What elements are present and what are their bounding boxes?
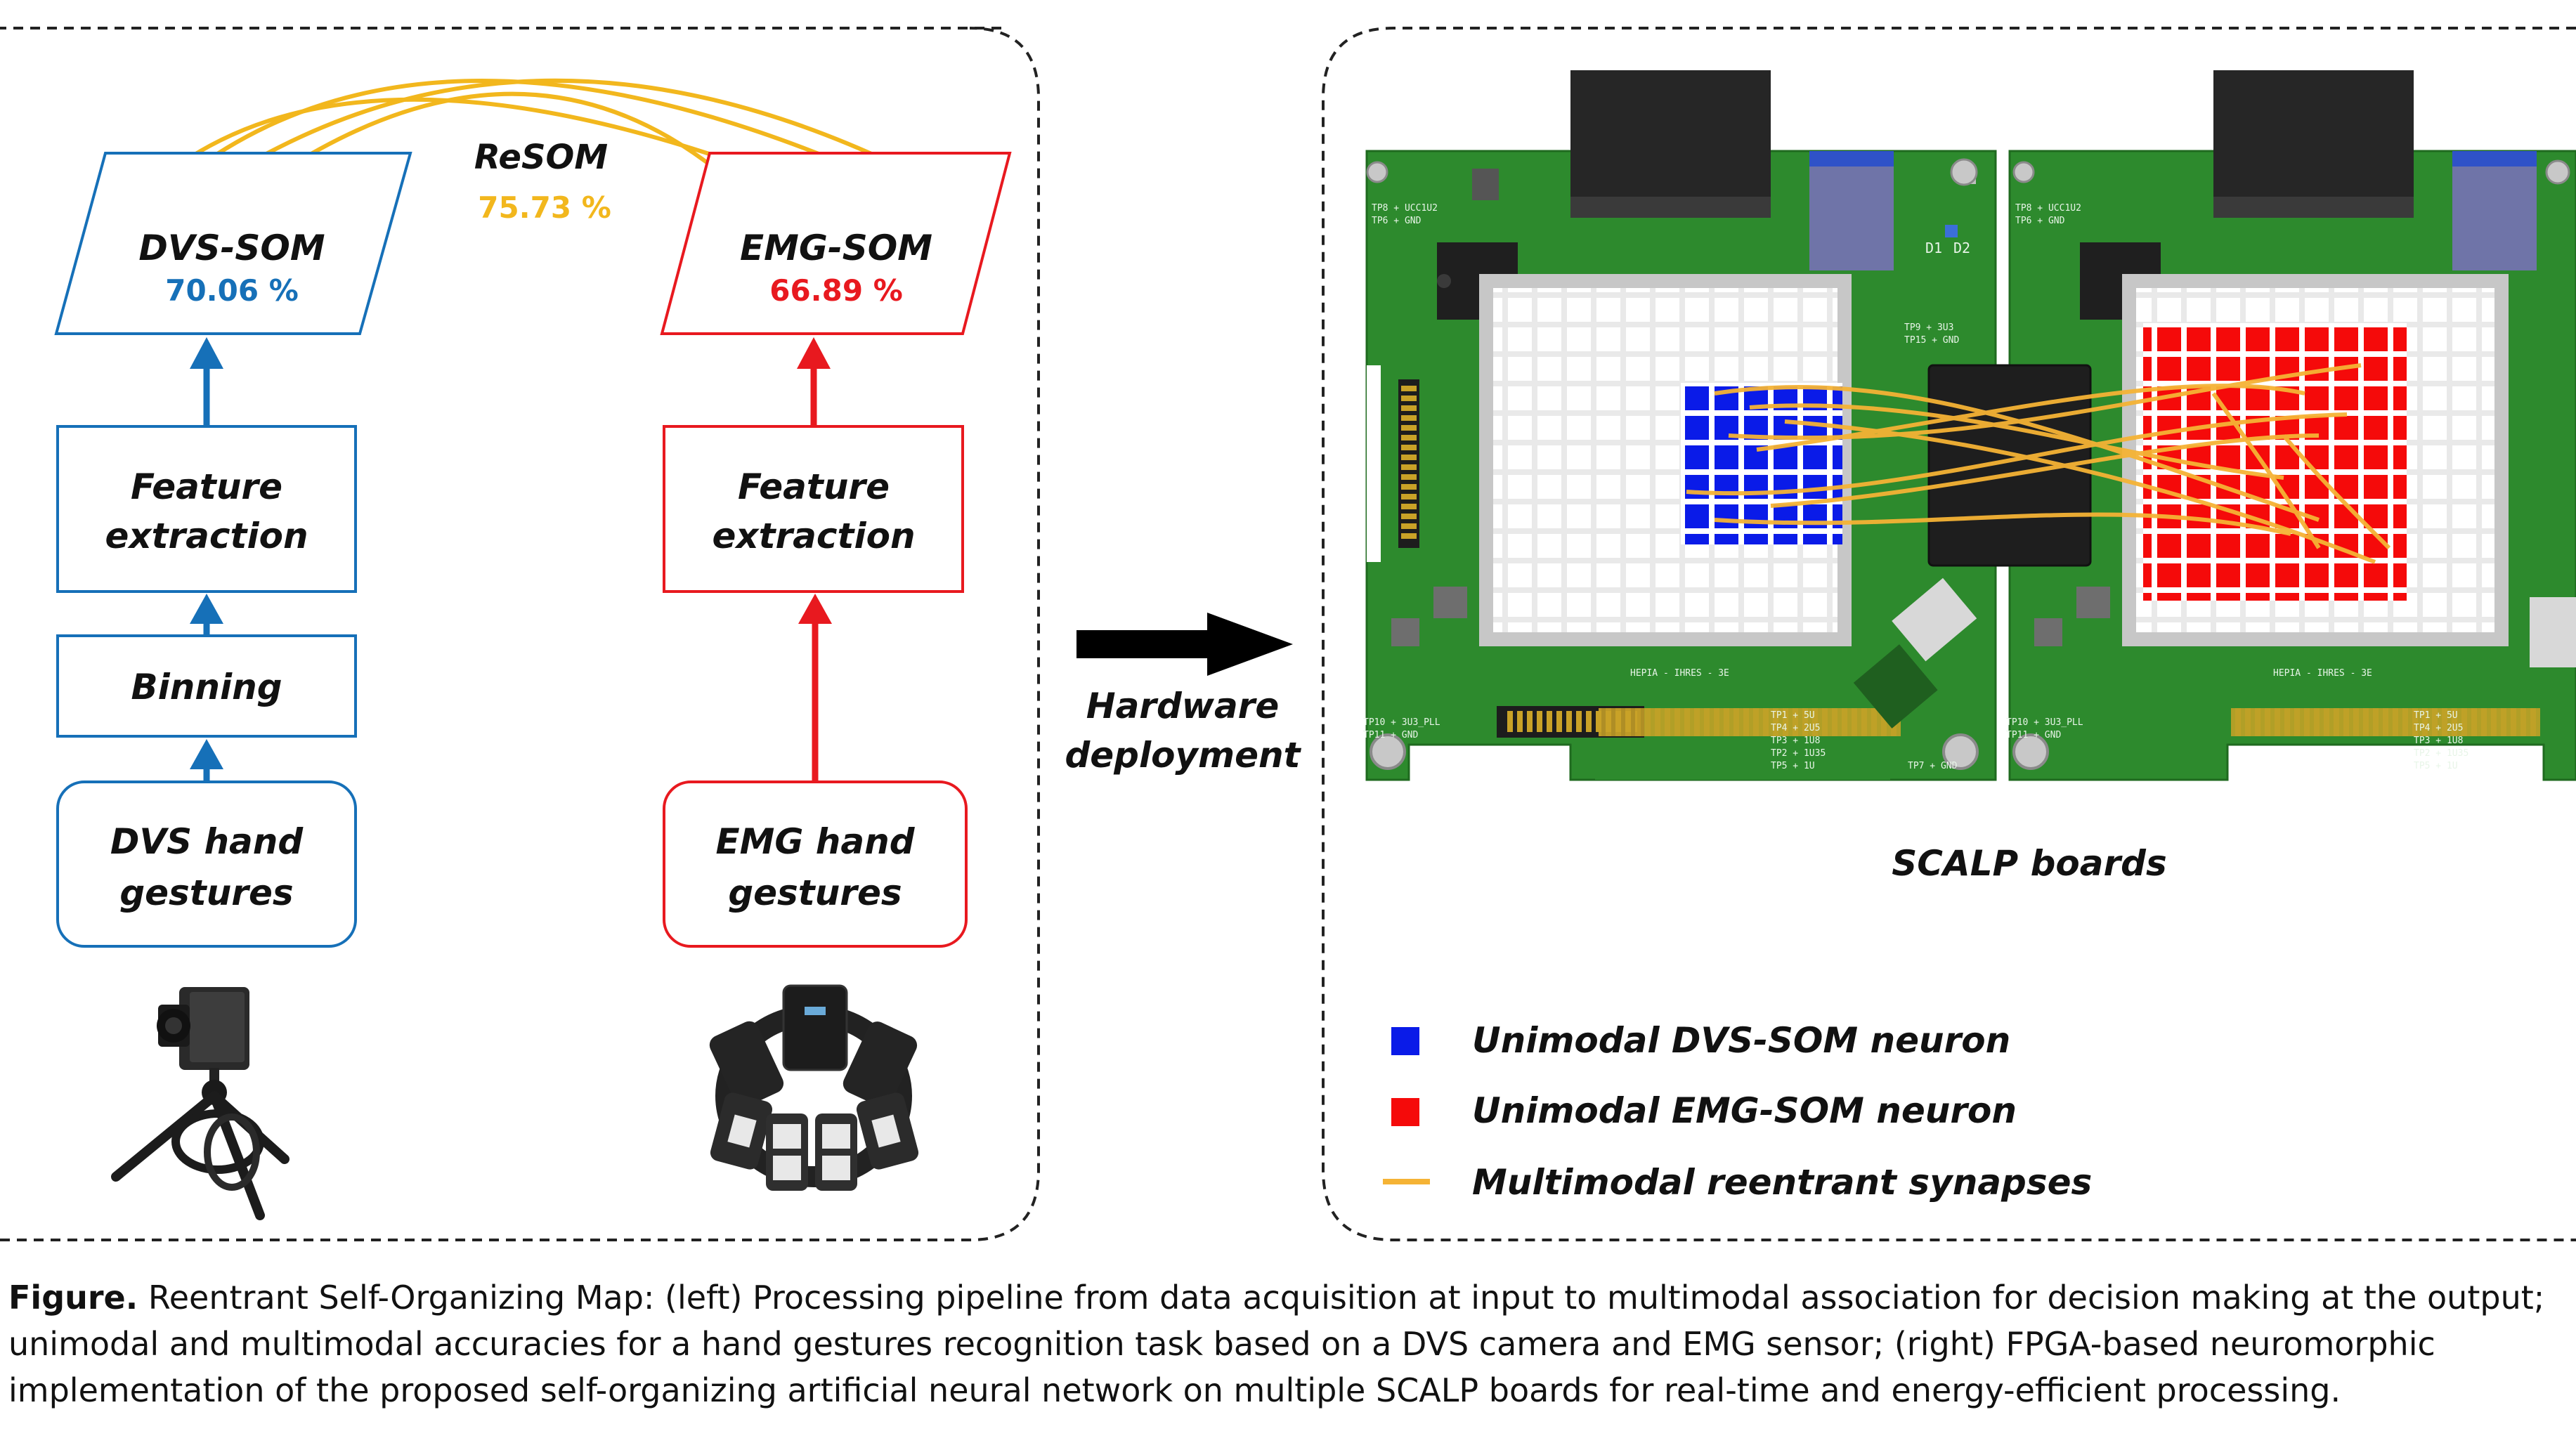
figure-caption: Figure. Reentrant Self-Organizing Map: (… [8, 1279, 2544, 1409]
caption-line1-text: Reentrant Self-Organizing Map: (left) Pr… [138, 1279, 2544, 1317]
legend-label-dvs: Unimodal DVS-SOM neuron [1472, 1020, 2010, 1061]
pcb-label: TP8 + UCC1U2 [1372, 203, 1438, 214]
emg-feature-line1: Feature [738, 466, 890, 507]
emg-som-node: EMG-SOM 66.89 % [660, 152, 1012, 335]
pcb-label: TP10 + 3U3_PLL [1363, 717, 1440, 728]
hardware-deployment-line1: Hardware [1086, 686, 1280, 726]
pcb-label: D2 [1953, 240, 1970, 256]
pcb-label: TP8 + UCC1U2 [2015, 203, 2081, 214]
binning-box: Binning [56, 634, 357, 738]
emg-feature-extraction-box: Feature extraction [663, 425, 964, 593]
scalp-boards-label: SCALP boards [1892, 843, 2166, 884]
dvs-som-title: DVS-SOM [138, 228, 325, 268]
emg-input-line2: gestures [728, 873, 902, 913]
pcb-label: TP3 + 1U8 [1771, 736, 1820, 746]
right-panel-border [1322, 27, 2576, 1241]
pcb-label: TP5 + 1U [1771, 761, 1815, 771]
pcb-label: TP10 + 3U3_PLL [2006, 717, 2083, 728]
emg-input-box: EMG hand gestures [663, 780, 968, 948]
emg-arrows [797, 337, 832, 780]
pcb-label: TP2 + 1U35 [1771, 748, 1826, 759]
hardware-deployment-line2: deployment [1065, 735, 1301, 776]
caption-line3: implementation of the proposed self-orga… [8, 1371, 2341, 1409]
emg-som-accuracy: 66.89 % [769, 273, 903, 308]
resom-accuracy: 75.73 % [478, 190, 611, 225]
pcb-label: D1 [1925, 240, 1942, 256]
resom-title: ReSOM [474, 138, 608, 177]
dvs-som-node: DVS-SOM 70.06 % [54, 152, 412, 335]
caption-line1: Figure. Reentrant Self-Organizing Map: (… [8, 1279, 2544, 1317]
pcb-label: TP1 + 5U [1771, 710, 1815, 721]
legend: Unimodal DVS-SOM neuron Unimodal EMG-SOM… [1383, 1020, 2092, 1203]
emg-input-line1: EMG hand [715, 821, 915, 862]
dvs-camera-icon [111, 987, 290, 1220]
emg-feature-line2: extraction [712, 516, 915, 556]
pcb-label: TP15 + GND [1904, 335, 1959, 346]
pcb-label: TP4 + 2U5 [2414, 723, 2463, 733]
right-panel: TP8 + UCC1U2 TP6 + GND TP10 + 3U3_PLL TP… [1322, 27, 2576, 1241]
reentrant-arcs [150, 78, 947, 192]
left-panel: ReSOM 75.73 % DVS-SOM 70.06 % EMG-SOM 66… [0, 27, 1040, 1241]
pcb-label: TP5 + 1U [2414, 761, 2458, 771]
dvs-feature-line2: extraction [105, 516, 308, 556]
legend-swatch-dvs [1391, 1027, 1419, 1055]
legend-label-synapse: Multimodal reentrant synapses [1472, 1162, 2092, 1203]
pcb-label: TP9 + 3U3 [1904, 322, 1953, 333]
dvs-feature-extraction-box: Feature extraction [56, 425, 357, 593]
pcb-label: TP6 + GND [2015, 216, 2065, 226]
pcb-label: TP6 + GND [1372, 216, 1422, 226]
pcb-label: HEPIA - IHRES - 3E [1630, 668, 1729, 679]
dvs-input-line1: DVS hand [110, 821, 304, 862]
multimodal-synapses [1686, 363, 2391, 564]
pcb-label: HEPIA - IHRES - 3E [2273, 668, 2372, 679]
dvs-input-line2: gestures [119, 873, 293, 913]
scalp-board-1: TP8 + UCC1U2 TP6 + GND TP10 + 3U3_PLL TP… [1363, 70, 1997, 781]
pcb-label: TP2 + 1U35 [2414, 748, 2468, 759]
legend-label-emg: Unimodal EMG-SOM neuron [1472, 1090, 2017, 1131]
pcb-label: TP1 + 5U [2414, 710, 2458, 721]
emg-som-title: EMG-SOM [740, 228, 932, 268]
pcb-label: TP4 + 2U5 [1771, 723, 1820, 733]
left-panel-border [0, 27, 1040, 1241]
dvs-arrows [190, 337, 223, 780]
dvs-som-accuracy: 70.06 % [165, 273, 299, 308]
caption-bold: Figure. [8, 1279, 138, 1317]
dvs-input-box: DVS hand gestures [56, 780, 357, 948]
scalp-board-2: TP8 + UCC1U2 TP6 + GND TP10 + 3U3_PLL TP… [2006, 70, 2576, 781]
emg-armband-icon [709, 984, 919, 1191]
pcb-label: TP7 + GND [1908, 761, 1958, 771]
hardware-deployment-arrow: Hardware deployment [1065, 613, 1302, 776]
pcb-label: TP11 + GND [1363, 730, 1418, 740]
pcb-label: TP11 + GND [2006, 730, 2061, 740]
binning-label: Binning [131, 667, 282, 707]
pcb-label: TP3 + 1U8 [2414, 736, 2463, 746]
dvs-feature-line1: Feature [131, 466, 282, 507]
caption-line2: unimodal and multimodal accuracies for a… [8, 1325, 2435, 1363]
legend-swatch-emg [1391, 1098, 1419, 1126]
